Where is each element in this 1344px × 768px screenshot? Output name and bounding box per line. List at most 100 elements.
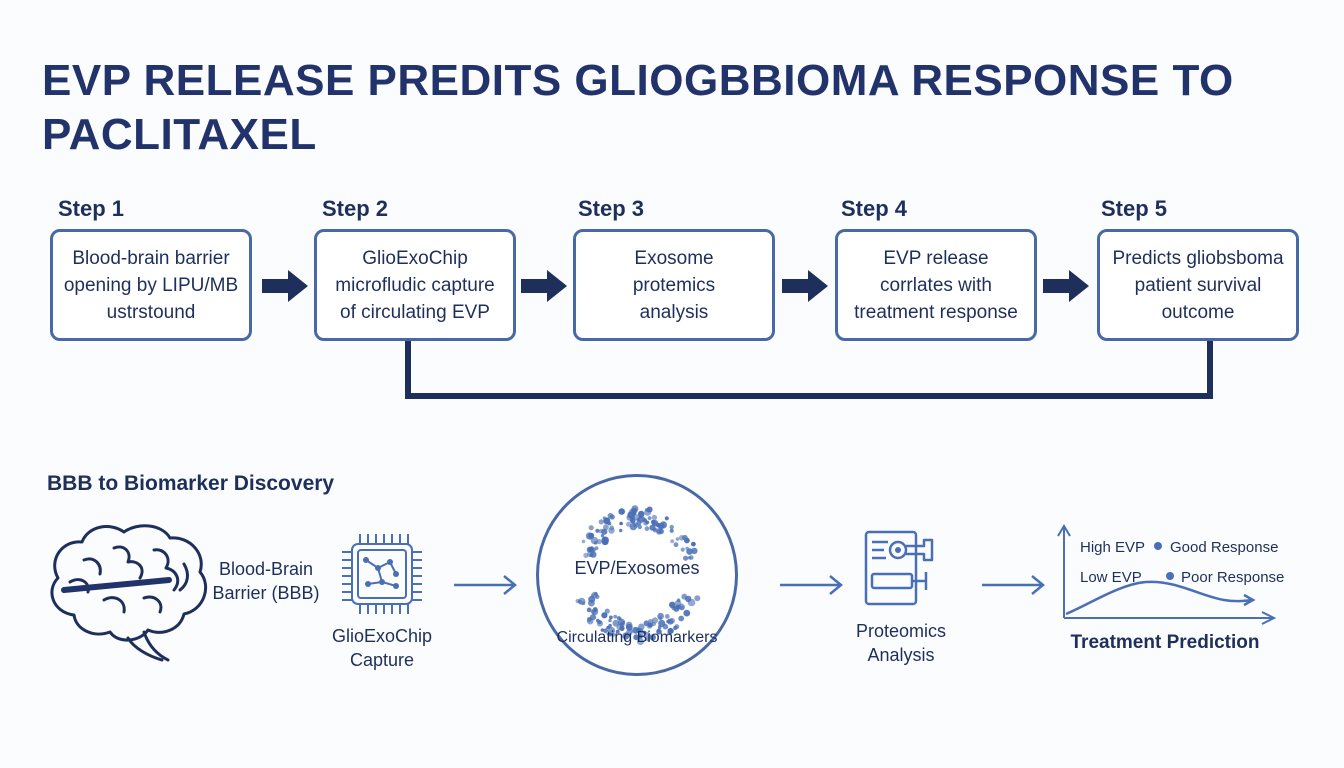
proteomics-label: Proteomics Analysis: [836, 619, 966, 667]
exosome-particle: [615, 629, 620, 634]
exosome-particle: [590, 547, 596, 553]
proteomics-label-line-2: Analysis: [867, 645, 935, 665]
step-4-line-1: EVP release: [883, 247, 989, 269]
exosome-particle: [644, 508, 649, 512]
exosome-particle: [669, 524, 674, 530]
exosome-particle: [600, 534, 605, 538]
exosome-particle: [603, 524, 609, 531]
exosome-particle: [636, 637, 645, 646]
step-1-box: Blood-brain barrier opening by LIPU/MB u…: [50, 229, 252, 341]
exosome-particle: [681, 593, 688, 600]
exosome-particle: [673, 542, 679, 548]
exosome-particle: [625, 621, 633, 629]
exosome-particle: [627, 511, 635, 519]
exosome-particle: [678, 535, 685, 541]
page-title: EVP RELEASE PREDITS GLIOGBBIOMA RESPONSE…: [42, 56, 1234, 159]
exosome-particle: [581, 539, 586, 544]
exosome-particle: [687, 598, 696, 607]
exosome-particle: [604, 608, 610, 614]
exosome-particle: [575, 598, 580, 604]
exosome-particle: [626, 521, 631, 527]
step-5-line-2: patient survival: [1134, 274, 1262, 296]
exosome-particle: [607, 627, 616, 635]
exosome-particle: [664, 516, 669, 521]
brain-label-line-1: Blood-Brain: [218, 559, 314, 579]
exosome-particle: [609, 615, 613, 620]
exosome-particle: [649, 634, 656, 641]
exosome-particle: [664, 614, 670, 619]
exosome-particle: [601, 612, 608, 619]
poor-response-dot: [1166, 572, 1174, 580]
prediction-caption: Treatment Prediction: [1070, 632, 1260, 653]
exosome-particle: [589, 553, 593, 558]
exosome-particle: [649, 524, 656, 531]
exosome-particle: [590, 593, 595, 598]
exosome-particle: [651, 617, 659, 624]
exosome-particle: [646, 637, 650, 642]
exosome-particle: [619, 521, 623, 526]
exosome-particle: [588, 599, 595, 607]
step-3-box: Exosome protemics analysis: [573, 229, 775, 341]
exosome-particle: [691, 541, 696, 547]
exosome-particle: [643, 620, 650, 627]
step-5-line-1: Predicts gliobsboma: [1112, 247, 1284, 269]
exosome-particle: [637, 524, 642, 530]
exosome-particle: [616, 616, 621, 621]
flow-arrow-1-icon: [454, 575, 517, 595]
high-evp-label: High EVP: [1080, 539, 1146, 556]
exosome-particle: [670, 539, 675, 544]
chip-label: GlioExoChip Capture: [320, 624, 444, 672]
chip-label-line-1: GlioExoChip: [331, 626, 433, 646]
step-1-label: Step 1: [58, 196, 125, 221]
step-arrow-3-icon: [782, 270, 828, 302]
exosome-particle: [656, 628, 662, 635]
step-arrow-4-icon: [1043, 270, 1089, 302]
exosome-particle: [638, 634, 643, 639]
poor-response-label: Poor Response: [1181, 569, 1285, 586]
step-arrow-1-icon: [262, 270, 308, 302]
exosome-particle: [673, 605, 680, 612]
exosome-particle: [581, 601, 586, 605]
exosome-particle: [683, 555, 689, 561]
exosome-particle: [609, 525, 614, 530]
exosome-particle: [586, 616, 592, 622]
exosome-particle: [618, 508, 625, 515]
exosome-particle: [651, 514, 658, 521]
section-subtitle: BBB to Biomarker Discovery: [47, 472, 335, 495]
step-4-label: Step 4: [841, 196, 908, 221]
step-4-box: EVP release corrlates with treatment res…: [835, 229, 1037, 341]
exosome-particle: [596, 539, 602, 545]
step-5-label: Step 5: [1101, 196, 1168, 221]
exosome-particle: [668, 628, 674, 634]
proteomics-instrument-icon: [864, 530, 934, 606]
exosome-particle: [656, 522, 661, 528]
exosome-particle: [662, 623, 669, 630]
exosome-particle: [669, 528, 674, 533]
exosome-particle: [607, 521, 612, 526]
exosome-particle: [601, 538, 609, 546]
step-1-line-2: opening by LIPU/MB: [63, 274, 239, 296]
exosome-particle: [593, 541, 598, 545]
exosome-particle: [667, 618, 674, 625]
exosome-particle: [613, 614, 618, 619]
exosome-particle: [646, 506, 653, 513]
exosome-particle: [635, 627, 642, 633]
exosome-particle: [657, 612, 664, 620]
good-response-label: Good Response: [1170, 539, 1279, 556]
step-2-label: Step 2: [322, 196, 389, 221]
exosome-particle: [609, 514, 615, 520]
flow-arrow-3-icon: [982, 575, 1045, 595]
proteomics-label-line-1: Proteomics: [855, 621, 947, 641]
exosome-particle: [694, 595, 701, 602]
exosome-particle: [644, 631, 651, 639]
step-2-line-2: microfludic capture: [335, 274, 495, 296]
exosome-particle: [647, 516, 652, 520]
low-evp-label: Low EVP: [1080, 569, 1142, 586]
exosome-particle: [603, 628, 608, 634]
exosome-particle: [621, 621, 625, 625]
exosome-particle: [643, 520, 649, 526]
step-3-label: Step 3: [578, 196, 645, 221]
exosome-particle: [612, 619, 620, 627]
exosome-particle: [657, 625, 662, 629]
exosome-particle: [619, 528, 623, 533]
